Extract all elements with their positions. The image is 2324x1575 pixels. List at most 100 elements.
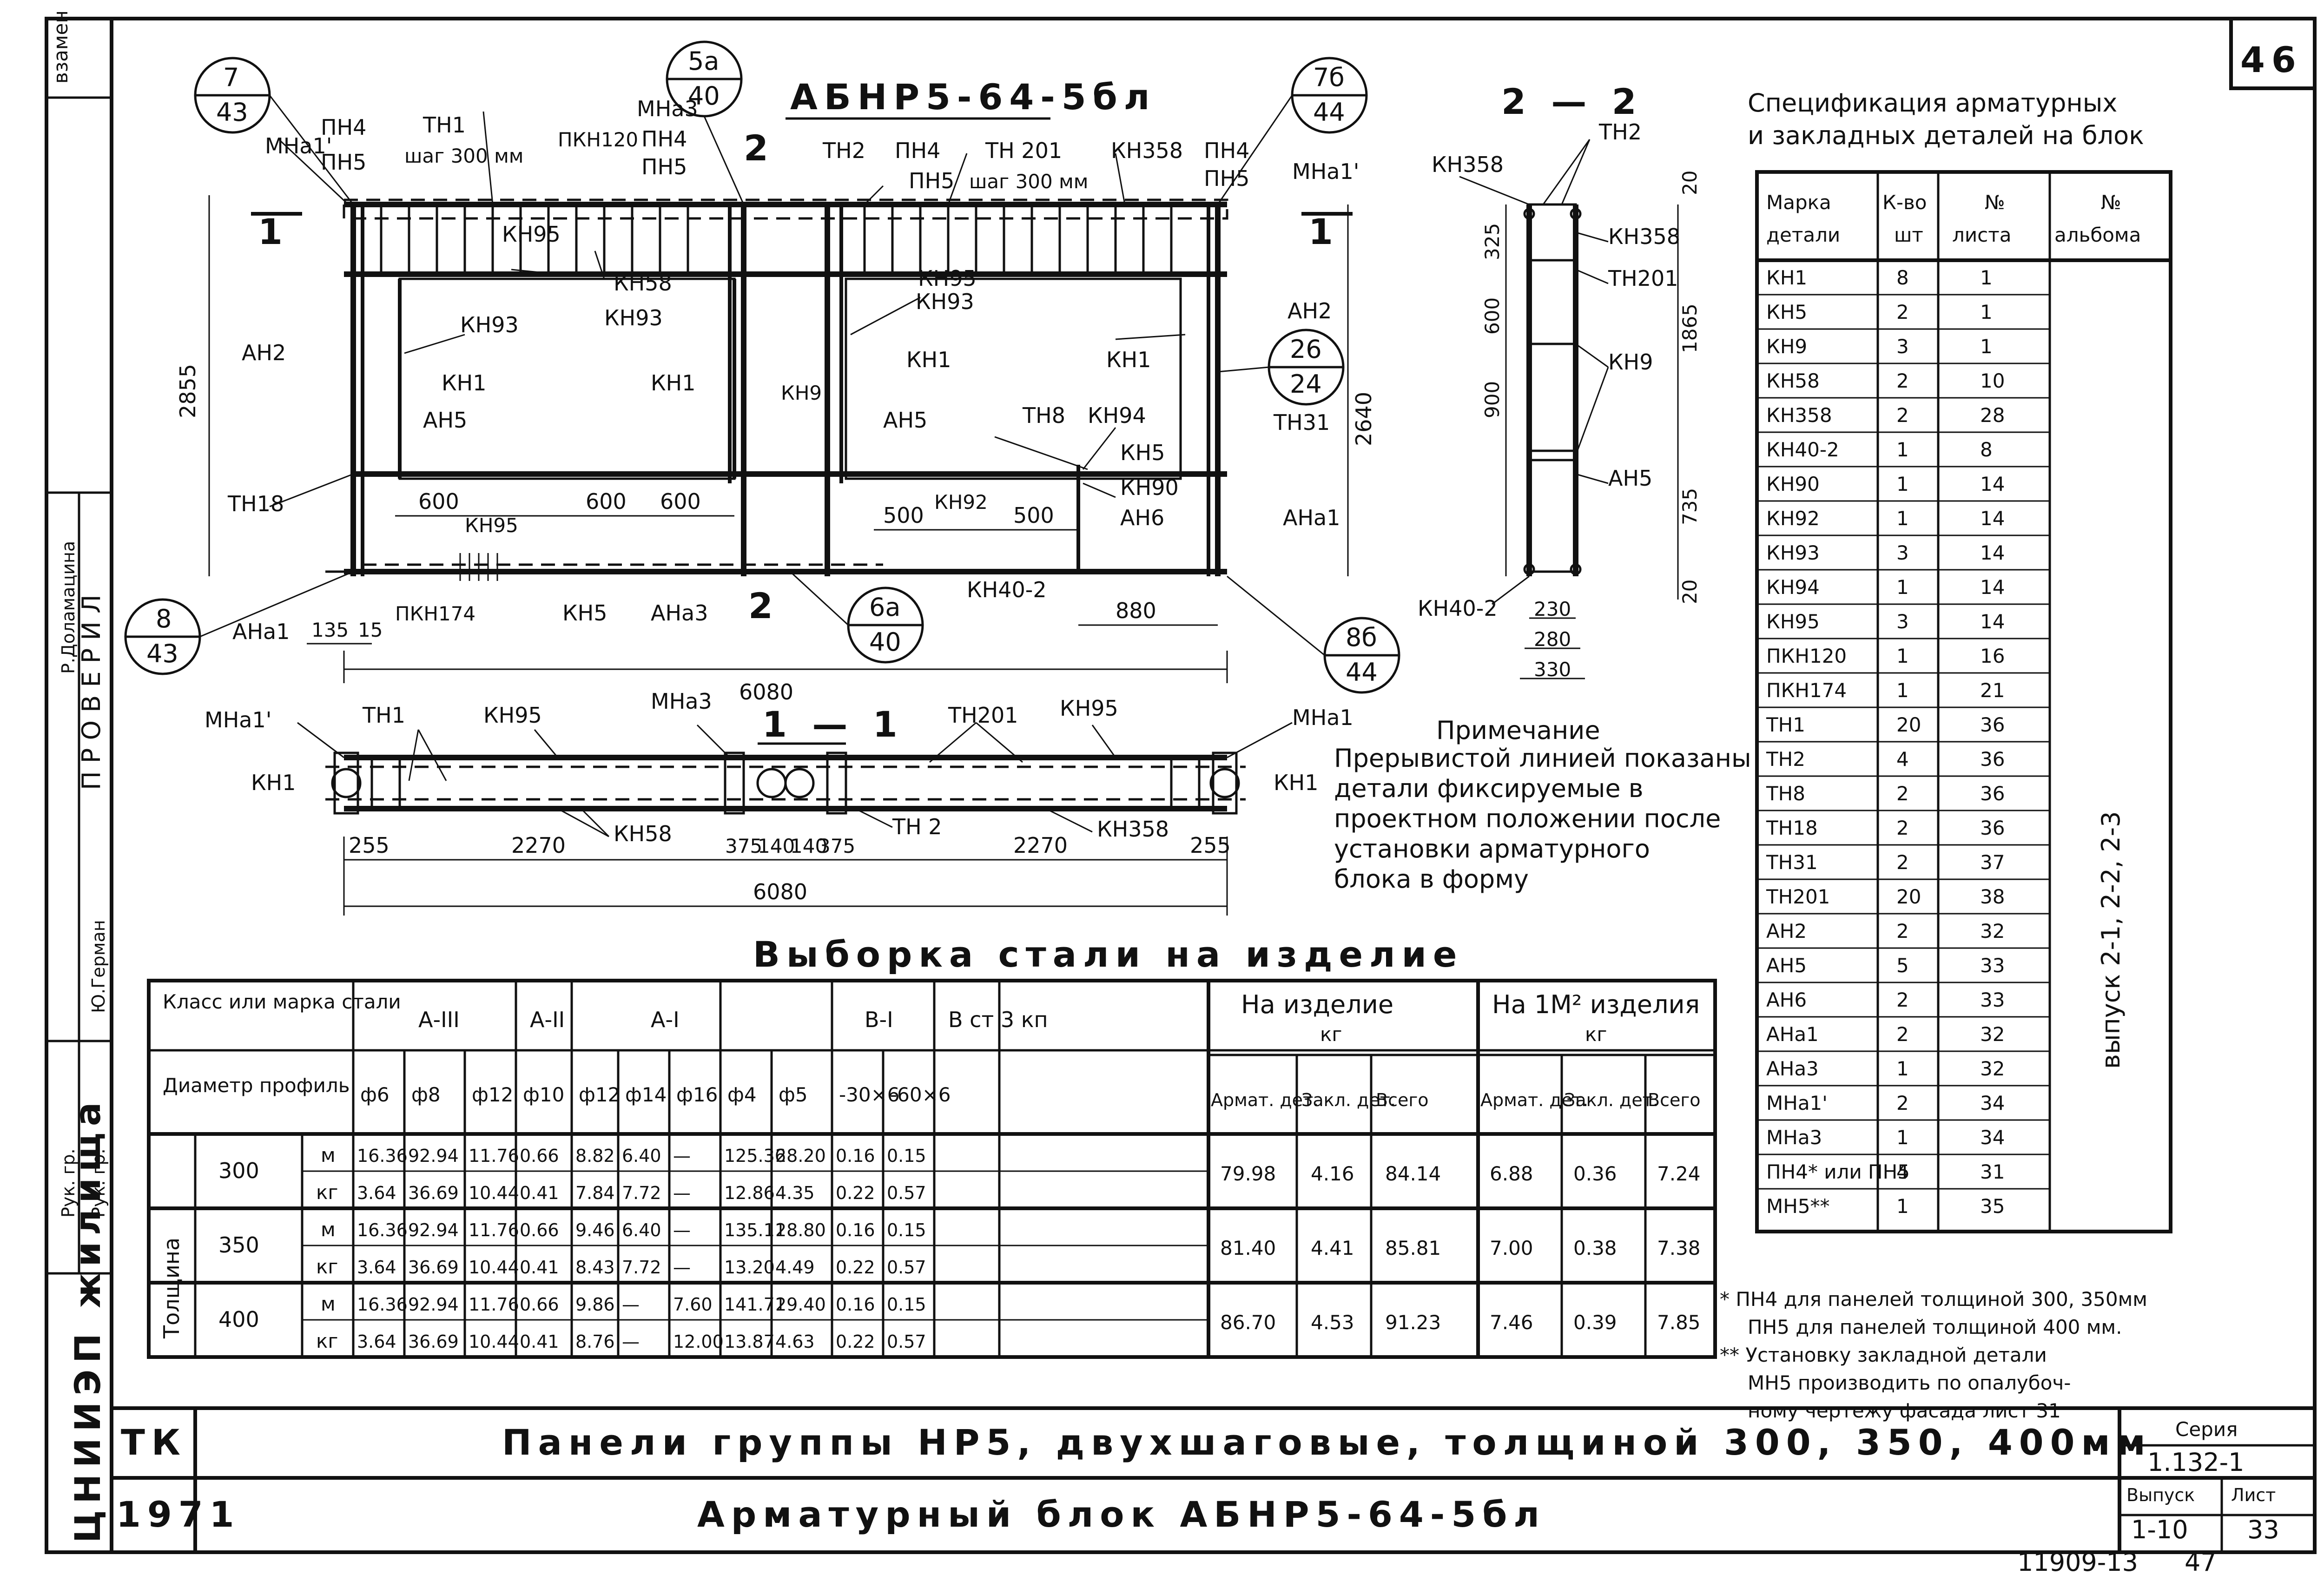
section-1-1-labels: МНа1' ТН1 КН95 МНа3 ТН201 КН95 МНа1 КН1 … (205, 689, 1353, 846)
steel-cell-m: 0.66 (520, 1146, 559, 1166)
spec-qty: 1 (1896, 679, 1909, 702)
svg-text:ному чертежу фасада лист 31: ному чертежу фасада лист 31 (1748, 1399, 2061, 1422)
svg-text:АН5: АН5 (423, 408, 467, 433)
spec-sheet: 34 (1980, 1092, 2005, 1114)
svg-text:44: 44 (1313, 98, 1345, 127)
svg-text:АН6: АН6 (1120, 505, 1164, 530)
svg-text:КН1: КН1 (651, 370, 696, 395)
spec-qty: 1 (1896, 645, 1909, 667)
title-block: ТК 1971 Панели группы НР5, двухшаговые, … (112, 1406, 2315, 1552)
spec-sheet: 31 (1980, 1160, 2005, 1183)
svg-text:ПН5 для панелей толщиной 400 м: ПН5 для панелей толщиной 400 мм. (1748, 1316, 2122, 1338)
callout-7-43: 7 43 (194, 57, 271, 134)
steel-thickness: 300 (218, 1158, 259, 1183)
svg-text:МНа1': МНа1' (205, 707, 271, 732)
steel-cell-m: 16.36 (357, 1220, 408, 1240)
svg-text:КН58: КН58 (614, 270, 672, 296)
svg-text:375: 375 (818, 835, 855, 857)
svg-text:КН95: КН95 (1060, 696, 1118, 721)
margin-name-2: Ю.Герман (88, 920, 109, 1013)
svg-text:600: 600 (418, 489, 459, 514)
steel-cell-m: 92.94 (408, 1220, 459, 1240)
svg-text:шаг 300 мм: шаг 300 мм (404, 145, 523, 167)
svg-text:900: 900 (1481, 381, 1504, 418)
spec-mark: ПКН120 (1766, 645, 1847, 667)
svg-text:К-во: К-во (1882, 191, 1927, 214)
callout-5a-40: 5а 40 (666, 40, 743, 118)
steel-total: 4.16 (1311, 1162, 1354, 1185)
svg-text:ТН 201: ТН 201 (985, 138, 1062, 163)
steel-cell-m: — (673, 1220, 691, 1240)
svg-text:255: 255 (349, 833, 390, 858)
svg-text:600: 600 (1481, 297, 1504, 335)
svg-text:ТН 2: ТН 2 (892, 814, 942, 839)
steel-cell-m: 0.15 (887, 1220, 926, 1240)
svg-text:1-10: 1-10 (2131, 1515, 2188, 1544)
steel-cell-kg: 0.22 (836, 1331, 875, 1352)
svg-text:МНа1': МНа1' (1292, 159, 1359, 184)
spec-qty: 1 (1896, 1057, 1909, 1080)
steel-total: 7.24 (1657, 1162, 1701, 1185)
spec-mark: КН93 (1766, 541, 1820, 564)
spec-sheet: 38 (1980, 885, 2005, 908)
spec-qty: 3 (1896, 610, 1909, 633)
svg-text:Толщина: Толщина (159, 1238, 184, 1339)
svg-text:Диаметр профиль: Диаметр профиль (163, 1074, 350, 1097)
steel-table: Класс или марка стали Диаметр профиль То… (147, 979, 1717, 1359)
margin-role-1: Рук. гр. (58, 1148, 79, 1218)
spec-sheet: 36 (1980, 713, 2005, 736)
steel-total: 91.23 (1385, 1311, 1441, 1334)
steel-cell-kg: 0.57 (887, 1183, 926, 1203)
svg-text:* ПН4 для панелей толщиной 300: * ПН4 для панелей толщиной 300, 350мм (1720, 1288, 2147, 1311)
steel-cell-m: 0.16 (836, 1294, 875, 1315)
steel-group: А-III (418, 1007, 460, 1032)
steel-group: А-I (651, 1007, 680, 1032)
svg-text:шт: шт (1894, 224, 1923, 246)
main-view-labels: МНа1' ПН4 ПН5 ТН1 шаг 300 мм ПКН120 МНа3… (227, 96, 1359, 644)
steel-cell-kg: 13.87 (724, 1331, 775, 1352)
svg-text:КН9: КН9 (1608, 349, 1653, 375)
steel-cell-m: 6.40 (622, 1146, 661, 1166)
spec-qty: 8 (1896, 266, 1909, 289)
svg-text:№: № (2101, 191, 2121, 214)
spec-mark: КН5 (1766, 301, 1807, 323)
spec-qty: 5 (1896, 954, 1909, 977)
steel-group: В ст 3 кп (948, 1007, 1048, 1032)
spec-qty: 1 (1896, 507, 1909, 530)
svg-text:МНа1: МНа1 (1292, 705, 1353, 730)
steel-cell-kg: — (622, 1331, 640, 1352)
steel-cell-m: 0.66 (520, 1294, 559, 1315)
spec-sheet: 1 (1980, 301, 1993, 323)
svg-text:кг: кг (1585, 1023, 1607, 1046)
steel-cell-kg: 0.41 (520, 1183, 559, 1203)
svg-text:ПН4: ПН4 (895, 138, 940, 163)
spec-mark: КН92 (1766, 507, 1820, 530)
steel-cell-kg: 0.57 (887, 1331, 926, 1352)
steel-cell-m: 0.16 (836, 1220, 875, 1240)
steel-unit-kg: кг (316, 1255, 338, 1278)
svg-text:МНа3: МНа3 (651, 689, 712, 714)
steel-diameter: ф14 (625, 1083, 667, 1106)
spec-mark: МН5** (1766, 1195, 1830, 1218)
steel-cell-kg: 10.44 (469, 1331, 519, 1352)
svg-text:600: 600 (586, 489, 627, 514)
callout-6a-40: 6а 40 (847, 587, 924, 664)
steel-diameter: ф12 (472, 1083, 513, 1106)
spec-qty: 2 (1896, 988, 1909, 1011)
spec-qty: 4 (1896, 1160, 1909, 1183)
steel-thickness: 400 (218, 1307, 259, 1332)
year-label: 1971 (116, 1494, 241, 1535)
steel-cell-m: — (622, 1294, 640, 1315)
svg-text:На изделие: На изделие (1241, 990, 1393, 1019)
svg-text:5а: 5а (688, 46, 719, 76)
steel-cell-kg: 4.35 (775, 1183, 815, 1203)
svg-text:26: 26 (1290, 335, 1322, 364)
spec-mark: АН5 (1766, 954, 1807, 977)
steel-cell-m: 7.60 (673, 1294, 713, 1315)
svg-text:2855: 2855 (175, 364, 200, 418)
spec-sheet: 10 (1980, 369, 2005, 392)
spec-sheet: 1 (1980, 266, 1993, 289)
svg-text:2640: 2640 (1351, 392, 1376, 446)
steel-cell-m: 11.76 (469, 1220, 519, 1240)
